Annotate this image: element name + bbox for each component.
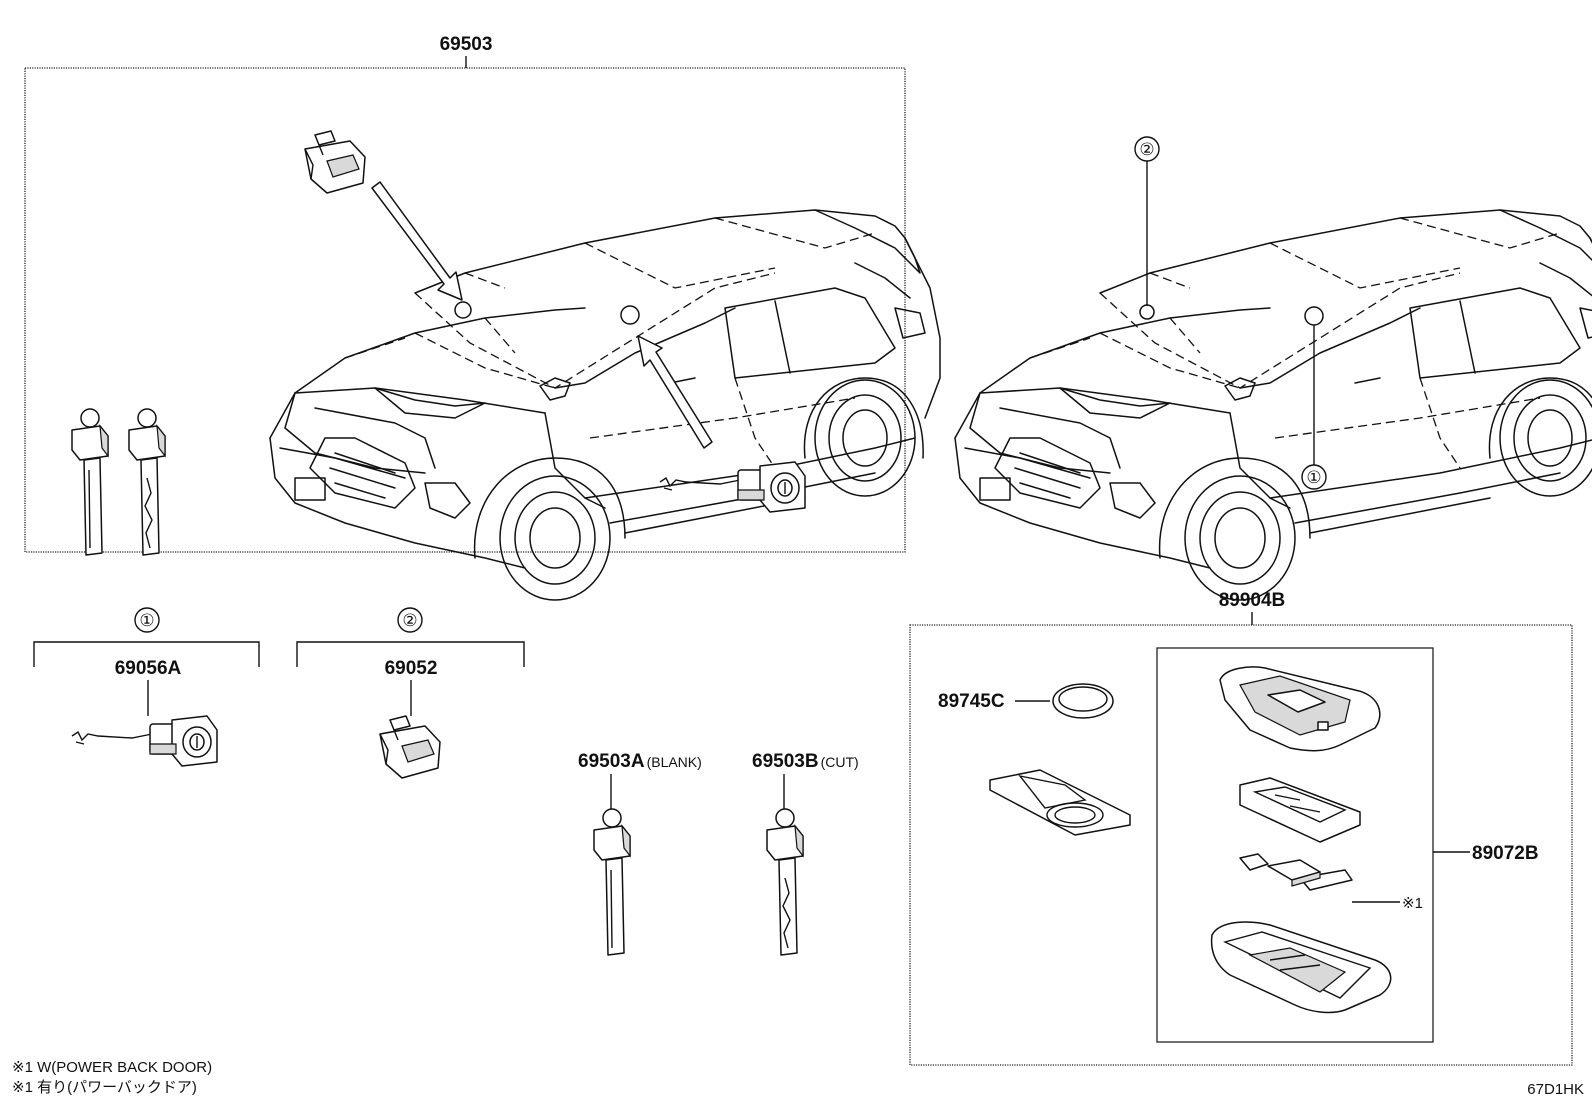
hood-cylinder-bracket xyxy=(296,641,525,667)
transmitter-section: 89904B 89745C xyxy=(909,590,1573,1066)
button-set-part xyxy=(1239,853,1353,891)
upper-cover-part xyxy=(1219,666,1381,752)
key-inset-1 xyxy=(71,408,109,556)
lock-kit-section: 69503 xyxy=(24,34,941,601)
circuit-board-part xyxy=(1239,777,1361,843)
hood-cylinder-section: ② 69052 xyxy=(296,607,525,779)
case-label: 89072B xyxy=(1472,843,1539,864)
battery-label: 89745C xyxy=(938,691,1005,712)
mark-1: ※1 xyxy=(1402,895,1423,912)
hood-cylinder-inset xyxy=(304,130,366,194)
hood-cylinder-ref: ② xyxy=(402,611,417,630)
key-cut-part xyxy=(766,808,804,956)
key-blank-part xyxy=(593,808,631,956)
arrow-door xyxy=(637,335,713,449)
callout-1: ① xyxy=(1306,468,1321,487)
vehicle-location-section: ② ① xyxy=(954,136,1592,601)
door-cylinder-bracket xyxy=(33,641,260,667)
kit-label: 69503 xyxy=(440,34,493,55)
arrow-hood xyxy=(371,181,463,301)
note-line-2: ※1 有り(パワーバックドア) xyxy=(12,1079,197,1096)
vehicle-illustration-left xyxy=(269,209,941,601)
hood-cylinder-label: 69052 xyxy=(385,658,438,679)
door-cylinder-inset xyxy=(659,461,806,513)
diagram-code: 67D1HK xyxy=(1527,1081,1584,1098)
lower-case-part xyxy=(1210,921,1392,1014)
key-inset-2 xyxy=(128,408,166,556)
door-cylinder-part xyxy=(71,715,218,767)
transmitter-box xyxy=(909,624,1573,1066)
battery-part xyxy=(1052,683,1114,719)
door-cylinder-label: 69056A xyxy=(115,658,182,679)
key-cut-section: 69503B(CUT) xyxy=(752,751,859,956)
callout-2: ② xyxy=(1139,140,1154,159)
door-cylinder-section: ① 69056A xyxy=(33,607,260,767)
hood-cylinder-part xyxy=(379,715,441,779)
key-blank-label: 69503A(BLANK) xyxy=(578,751,702,772)
case-inner-box xyxy=(1156,647,1434,1043)
door-cylinder-ref: ① xyxy=(139,611,154,630)
battery-holder-part xyxy=(989,769,1131,836)
key-blank-section: 69503A(BLANK) xyxy=(578,751,702,956)
note-line-1: ※1 W(POWER BACK DOOR) xyxy=(12,1059,212,1076)
transmitter-label: 89904B xyxy=(1219,590,1286,611)
key-cut-label: 69503B(CUT) xyxy=(752,751,859,772)
vehicle-illustration-right xyxy=(954,209,1592,601)
